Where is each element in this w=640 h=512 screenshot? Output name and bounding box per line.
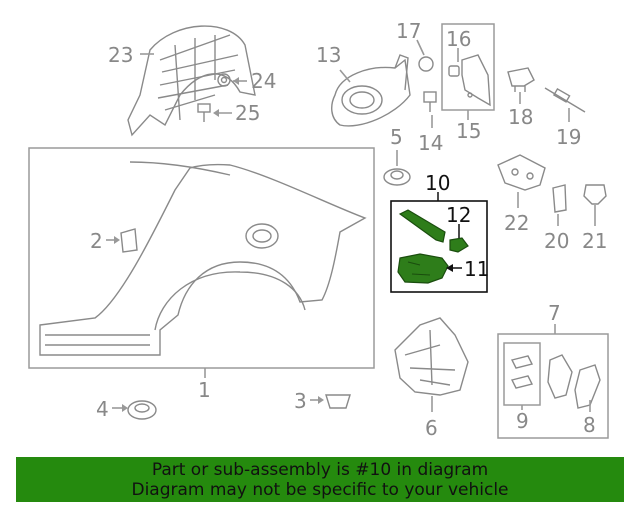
callout-15: 15 [456,119,481,143]
callout-7: 7 [548,301,561,325]
leader-17 [416,39,425,56]
callout-17: 17 [396,19,421,43]
part-19-cable [544,87,586,113]
part-6-inner-panel [394,317,469,396]
callout-8: 8 [583,413,596,437]
callout-6: 6 [425,416,438,440]
callout-13: 13 [316,43,341,67]
arrow-3 [318,396,324,404]
callout-19: 19 [556,125,581,149]
part-16-actuator [448,54,491,107]
part-18-lock [507,67,535,92]
part-21-clip [583,184,607,205]
part-12-bracket [449,237,469,253]
group-box-7 [497,333,609,439]
callout-9: 9 [516,409,529,433]
callout-23: 23 [108,43,133,67]
part-2-bracket [120,228,138,253]
part-4-plug [127,400,157,420]
arrow-11 [446,264,453,272]
part-23-wheelhouse-liner [127,25,256,137]
callout-21: 21 [582,229,607,253]
part-9-pads [510,355,534,389]
part-1-quarter-panel [39,161,367,356]
arrow-4 [122,404,128,412]
part-22-bracket [497,154,546,191]
part-17-bumper [418,56,434,72]
arrow-2 [114,236,120,244]
callout-20: 20 [544,229,569,253]
callout-10: 10 [425,171,450,195]
leader-13 [339,69,351,83]
part-1-frame [28,147,375,369]
callout-18: 18 [508,105,533,129]
part-14-screw [423,91,437,112]
parts-diagram: 23 24 25 13 17 14 16 15 [28,19,609,440]
callout-3: 3 [294,389,307,413]
callout-4: 4 [96,397,109,421]
callout-25: 25 [235,101,260,125]
part-11-reinforcement-plate [397,253,449,284]
part-25-screw [197,103,211,122]
part-5-grommet [383,168,411,186]
callout-1: 1 [198,378,211,402]
part-24-clip [217,73,231,87]
callout-5: 5 [390,125,403,149]
part-3-plug [325,394,351,409]
part-10-reinforcement-bar [398,209,446,243]
callout-12: 12 [446,203,471,227]
callout-24: 24 [251,69,276,93]
callout-11: 11 [464,257,489,281]
group-box-10 [390,200,488,293]
banner-line-1: Part or sub-assembly is #10 in diagram [151,459,489,480]
part-20-clip [552,184,567,213]
info-banner: Part or sub-assembly is #10 in diagram D… [16,457,624,502]
banner-line-2: Diagram may not be specific to your vehi… [131,479,509,500]
callout-2: 2 [90,229,103,253]
part-8-seals [547,354,601,409]
callout-22: 22 [504,211,529,235]
callout-14: 14 [418,131,443,155]
callout-16: 16 [446,27,471,51]
group-box-9 [503,342,541,406]
arrow-24 [233,77,239,85]
part-13-fuel-door-housing [331,54,411,127]
arrow-25 [213,109,219,117]
